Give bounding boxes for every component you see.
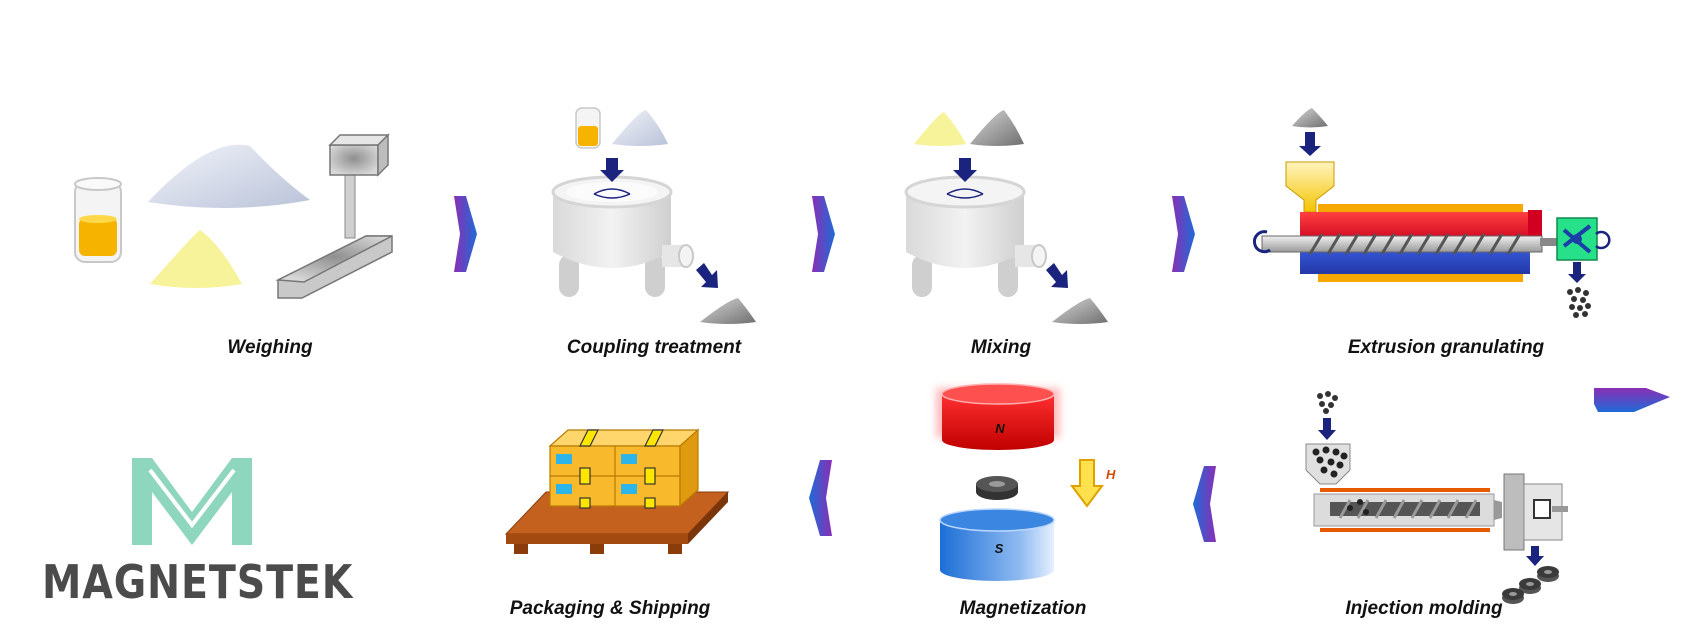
south-pole-magnet: S: [939, 508, 1055, 581]
output-arrow-icon: [1568, 262, 1586, 283]
step-label-packaging: Packaging & Shipping: [509, 598, 711, 619]
mixer-tank-icon: [551, 175, 694, 297]
flow-arrow-right-icon: [454, 196, 477, 272]
ring-magnet-icon: [976, 476, 1018, 500]
field-label: H: [1106, 467, 1116, 482]
pellets-icon: [1567, 287, 1591, 318]
pallet-boxes-illustration: [504, 428, 730, 554]
step-label-extrusion: Extrusion granulating: [1347, 337, 1545, 358]
powder-pile-icon: [914, 112, 966, 146]
south-label: S: [995, 541, 1004, 556]
beaker-icon: [74, 177, 122, 263]
flow-arrow-down-icon: [1594, 388, 1670, 412]
beaker-icon: [575, 107, 601, 149]
step-label-weighing: Weighing: [227, 337, 313, 358]
m-monogram-icon: [132, 458, 252, 545]
powder-pile-icon: [1292, 108, 1328, 128]
scale-icon: [275, 133, 393, 299]
weighing-illustration: [74, 133, 393, 299]
north-pole-magnet: N: [936, 383, 1060, 450]
feed-arrow-icon: [953, 158, 977, 182]
extruder-illustration: [1252, 108, 1611, 318]
field-arrow-icon: [1070, 459, 1104, 508]
feed-arrow-icon: [1318, 418, 1336, 440]
injection-illustration: [1305, 391, 1568, 604]
pellets-icon: [1317, 391, 1338, 414]
powder-pile-icon: [1052, 298, 1108, 324]
powder-pile-icon: [700, 298, 756, 324]
north-label: N: [995, 421, 1005, 436]
flow-arrow-left-icon: [1193, 466, 1216, 542]
ring-magnets-icon: [1502, 566, 1559, 604]
rotation-icon: [1252, 230, 1271, 254]
flow-arrow-right-icon: [812, 196, 835, 272]
flow-arrow-left-icon: [809, 460, 832, 536]
coupling-illustration: [551, 107, 756, 324]
boxes-icon: [548, 428, 700, 509]
step-label-magnetization: Magnetization: [959, 598, 1087, 619]
feed-arrow-icon: [600, 158, 624, 182]
mold-icon: [1503, 473, 1525, 551]
output-arrow-icon: [696, 263, 718, 288]
feed-arrow-icon: [1299, 132, 1321, 156]
mixer-tank-icon: [904, 175, 1047, 297]
output-arrow-icon: [1046, 263, 1068, 288]
rotation-icon: [1595, 230, 1611, 250]
powder-pile-icon: [970, 110, 1024, 146]
powder-pile-icon: [612, 110, 668, 146]
step-label-injection: Injection molding: [1345, 598, 1503, 619]
screw-flights: [1308, 233, 1522, 255]
flow-arrow-right-icon: [1172, 196, 1195, 272]
magnetization-illustration: N H S: [936, 383, 1116, 581]
output-arrow-icon: [1526, 546, 1544, 566]
powder-pile-icon: [148, 144, 310, 288]
step-label-mixing: Mixing: [970, 337, 1032, 358]
brand-wordmark: MAGNETSTEK: [42, 555, 354, 609]
mixing-illustration: [904, 110, 1108, 324]
step-label-coupling: Coupling treatment: [566, 337, 742, 358]
